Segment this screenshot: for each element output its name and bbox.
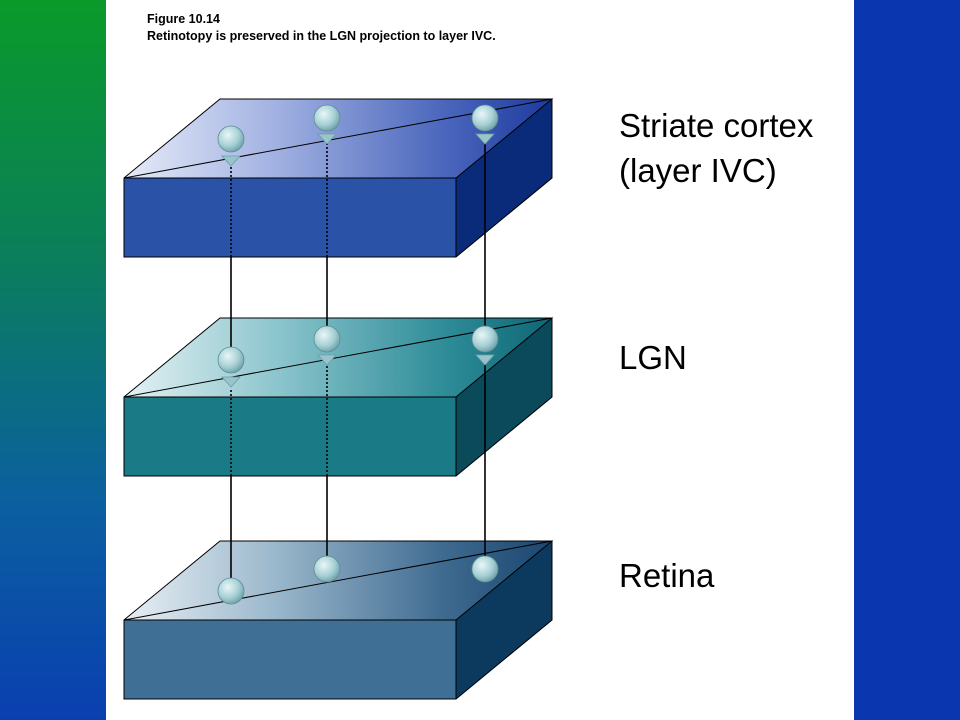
lgn-front-face: [124, 397, 456, 476]
terminal-cortex-middle: [317, 133, 337, 145]
neuron-lgn-left: [217, 346, 245, 374]
neuron-lgn-right: [471, 325, 499, 353]
label-lgn: LGN: [619, 339, 687, 376]
right-decorative-band: [854, 0, 960, 720]
terminal-cortex-left: [221, 155, 241, 167]
striate-cortex-side-face: [456, 99, 552, 257]
neuron-cortex-left: [217, 125, 245, 153]
label-striate-cortex: Striate cortex (layer IVC): [619, 103, 813, 193]
terminal-lgn-left: [221, 376, 241, 388]
neuron-cortex-right: [471, 104, 499, 132]
neuron-retina-middle: [313, 555, 341, 583]
axon-terminals: [221, 133, 495, 388]
terminal-lgn-right: [475, 354, 495, 366]
figure-caption: Retinotopy is preserved in the LGN proje…: [147, 29, 496, 43]
neurons: [217, 104, 499, 605]
label-striate-cortex-line2: (layer IVC): [619, 152, 777, 189]
retina-side-face: [456, 541, 552, 699]
neuron-retina-right: [471, 555, 499, 583]
left-decorative-band: [0, 0, 106, 720]
label-striate-cortex-line1: Striate cortex: [619, 107, 814, 144]
terminal-cortex-right: [475, 133, 495, 145]
projection-axons: [230, 140, 486, 580]
retina-front-face: [124, 620, 456, 699]
neuron-lgn-middle: [313, 325, 341, 353]
striate-cortex-front-face: [124, 178, 456, 257]
terminal-lgn-middle: [317, 354, 337, 366]
figure-number: Figure 10.14: [147, 12, 220, 26]
label-retina: Retina: [619, 557, 715, 594]
neuron-retina-left: [217, 577, 245, 605]
neuron-cortex-middle: [313, 104, 341, 132]
lgn-side-face: [456, 318, 552, 476]
